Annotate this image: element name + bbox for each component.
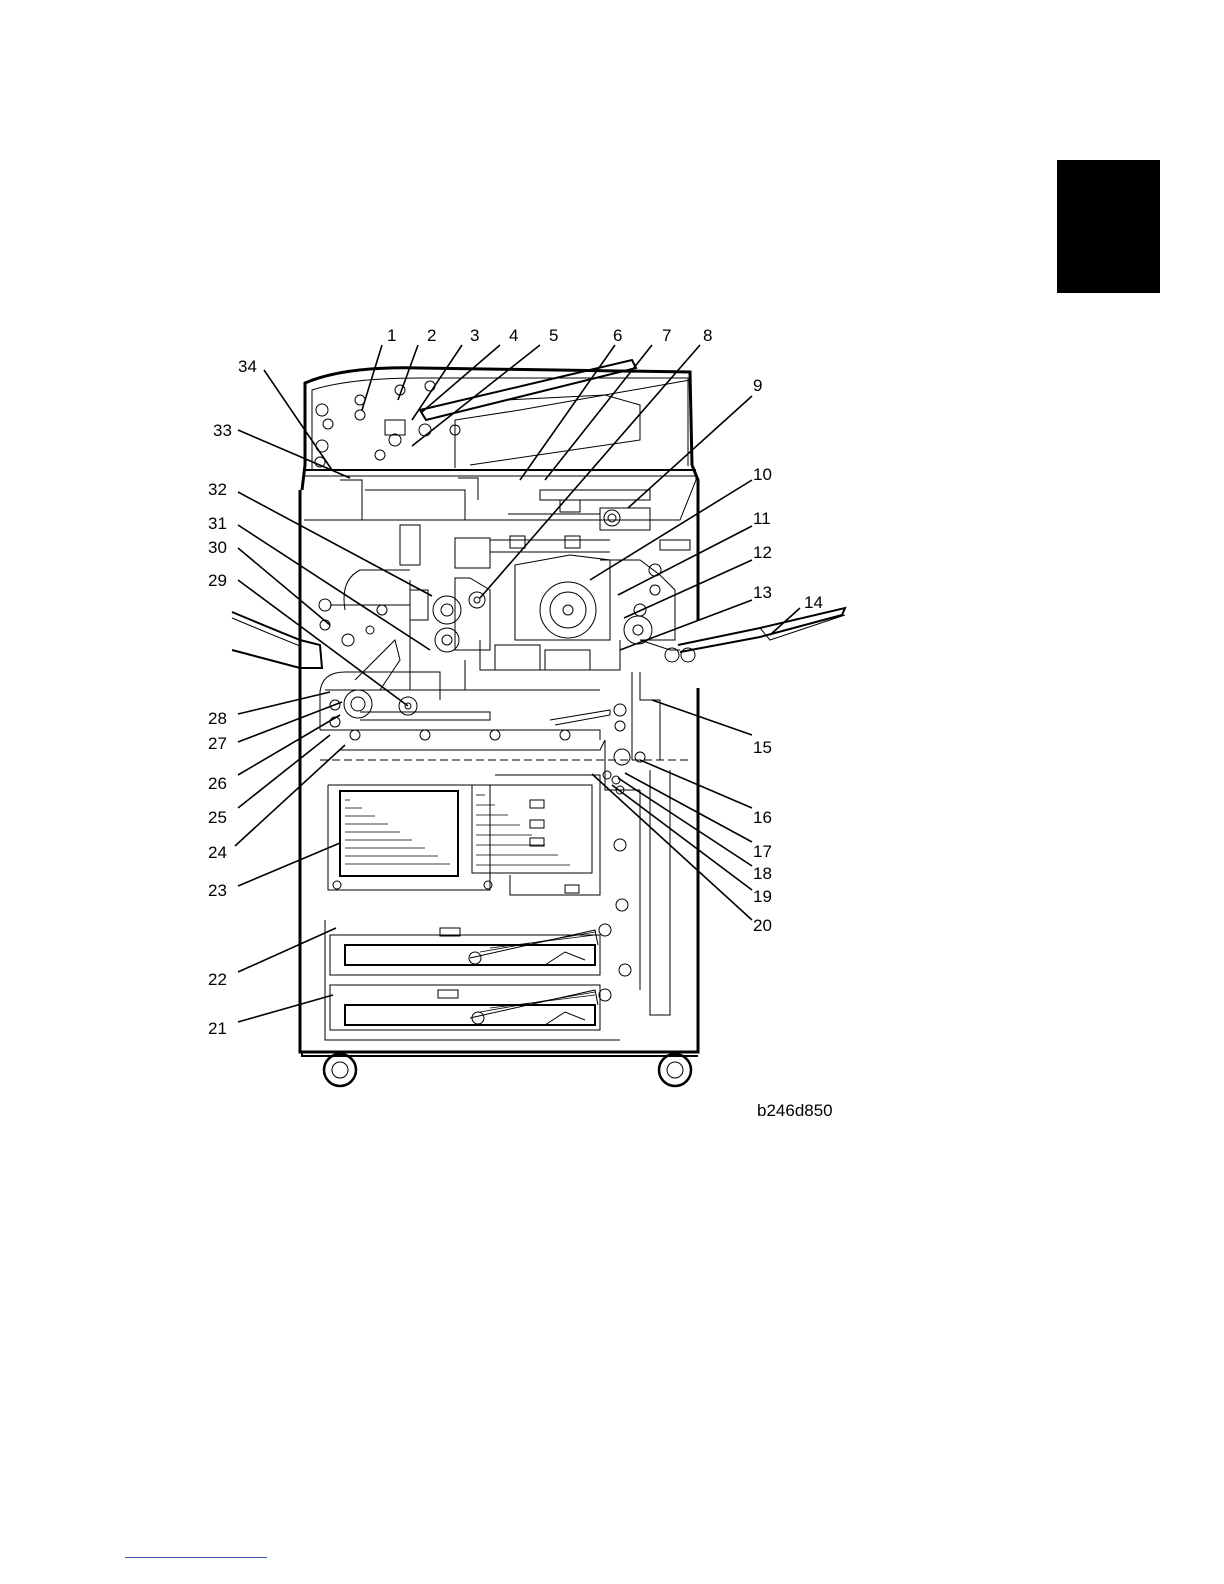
machine-body-outline <box>300 490 698 1052</box>
caster-right <box>659 1054 691 1086</box>
callout-31: 31 <box>208 514 227 533</box>
callout-22: 22 <box>208 970 227 989</box>
drum-left-upper <box>433 596 461 624</box>
callout-1: 1 <box>387 326 396 345</box>
callout-32: 32 <box>208 480 227 499</box>
callout-15: 15 <box>753 738 772 757</box>
callout-18: 18 <box>753 864 772 883</box>
callout-23: 23 <box>208 881 227 900</box>
callout-16: 16 <box>753 808 772 827</box>
scanner-unit <box>304 476 696 520</box>
registration-roller <box>614 749 630 765</box>
hot-roller <box>344 690 372 718</box>
callout-3: 3 <box>470 326 479 345</box>
callout-24: 24 <box>208 843 227 862</box>
callout-12: 12 <box>753 543 772 562</box>
callout-4: 4 <box>509 326 518 345</box>
exit-tray <box>232 612 322 668</box>
caster-left <box>324 1054 356 1086</box>
callout-28: 28 <box>208 709 227 728</box>
figure-code: b246d850 <box>757 1101 833 1121</box>
callout-leader-lines <box>235 345 800 1022</box>
callout-33: 33 <box>213 421 232 440</box>
callout-11: 11 <box>753 509 771 528</box>
polygon-mirror <box>455 538 490 568</box>
callout-20: 20 <box>753 916 772 935</box>
callout-19: 19 <box>753 887 772 906</box>
callout-30: 30 <box>208 538 227 557</box>
callout-14: 14 <box>804 593 823 612</box>
callout-34: 34 <box>238 357 257 376</box>
tandem-tray-left <box>340 791 458 876</box>
callout-5: 5 <box>549 326 558 345</box>
callout-2: 2 <box>427 326 436 345</box>
callout-9: 9 <box>753 376 762 395</box>
callout-6: 6 <box>613 326 622 345</box>
callout-29: 29 <box>208 571 227 590</box>
callout-27: 27 <box>208 734 227 753</box>
machine-top-outline <box>302 368 698 620</box>
paper-tray-2 <box>330 985 600 1030</box>
callout-17: 17 <box>753 842 772 861</box>
callout-26: 26 <box>208 774 227 793</box>
callout-10: 10 <box>753 465 772 484</box>
callout-7: 7 <box>662 326 671 345</box>
footer-rule <box>125 1557 267 1558</box>
callout-13: 13 <box>753 583 772 602</box>
drum-right <box>540 582 596 638</box>
callout-25: 25 <box>208 808 227 827</box>
callout-8: 8 <box>703 326 712 345</box>
callout-21: 21 <box>208 1019 227 1038</box>
